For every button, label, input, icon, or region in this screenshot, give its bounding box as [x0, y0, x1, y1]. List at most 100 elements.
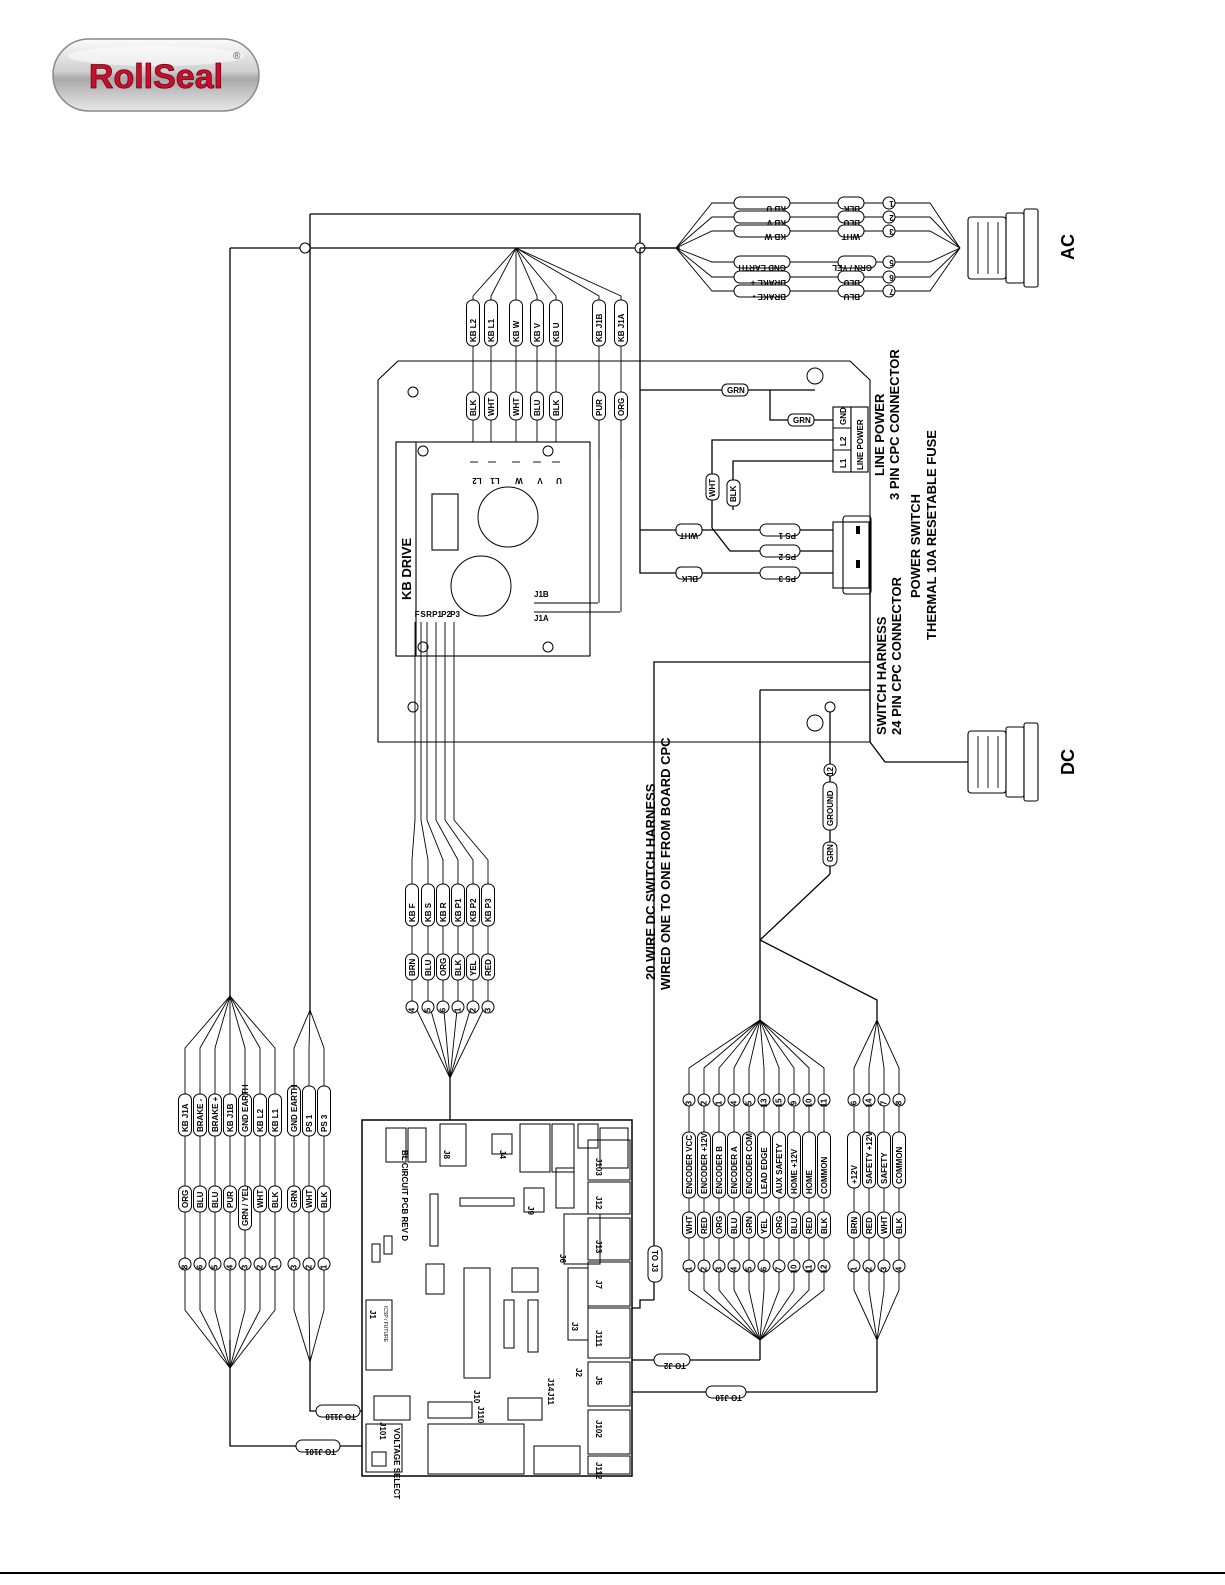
- ac-signal-3: GND EARTH: [733, 255, 791, 272]
- drive-top-color-1: WHT: [484, 391, 498, 421]
- ac-connector-label: AC: [1058, 234, 1078, 260]
- encoder-pin-5-text: 6: [760, 1266, 769, 1271]
- svg-text:WHT: WHT: [708, 479, 717, 497]
- kb-control-signal-5: KB P3: [481, 883, 495, 927]
- drive-top-signal-0-text: KB L2: [469, 318, 478, 342]
- j101-pin-2: 5: [208, 1257, 222, 1271]
- footer-rule: [0, 1572, 1225, 1574]
- voltage-select-label: VOLTAGE SELECT: [392, 1428, 401, 1499]
- encoder-pin-9: 12: [817, 1259, 831, 1273]
- switch-harness: SWITCH HARNESS 24 PIN CPC CONNECTOR: [653, 576, 968, 1300]
- encoder-pin-7-text: 10: [790, 1264, 799, 1273]
- j110-signal-1-text: PS 1: [305, 1114, 314, 1132]
- board-ref-j103: J103: [594, 1158, 603, 1176]
- drive-top-color-2-text: WHT: [512, 398, 521, 416]
- encoder-color-3: BLU: [727, 1211, 741, 1239]
- encoder-color-1-text: RED: [700, 1217, 709, 1234]
- encoder-signal-4-text: ENCODER COM: [745, 1133, 754, 1194]
- drive-top-color-3: BLU: [530, 391, 544, 421]
- power-switch-title: POWER SWITCH: [908, 494, 923, 598]
- ps-color-label-0: WHT: [680, 531, 698, 540]
- j110-pin-1-text: 2: [305, 1264, 314, 1269]
- encoder-pin-1: 2: [697, 1259, 711, 1273]
- kb-control-color-4-text: YEL: [469, 960, 478, 976]
- ac-pin-1-text: 2: [889, 213, 894, 222]
- j101-color-4-text: GRN / YEL: [241, 1186, 250, 1226]
- j101-color-3: PUR: [223, 1185, 237, 1213]
- encoder-dc-pin-1-text: 2: [700, 1100, 709, 1105]
- power-switch: POWER SWITCH THERMAL 10A RESETABLE FUSE: [832, 430, 939, 640]
- kb-control-color-5: RED: [481, 953, 495, 981]
- ac-color-1: BLU: [837, 210, 865, 227]
- ps-pin-2: PS 3: [759, 566, 801, 583]
- j110-pin-0: 3: [287, 1257, 301, 1271]
- j110-color-0-text: GRN: [290, 1190, 299, 1208]
- kb-control-color-1: BLU: [421, 953, 435, 981]
- kb-control-color-2: ORG: [436, 953, 450, 981]
- kb-control-color-3-text: BLK: [454, 959, 463, 976]
- to-j101-label: TO J101: [304, 1447, 336, 1456]
- safety-signal-0-text: +12V: [850, 1164, 859, 1184]
- ps-pin-0: PS 1: [759, 523, 801, 540]
- safety-pin-1: 2: [862, 1259, 876, 1273]
- kb-terminal-v: V: [537, 476, 543, 485]
- j110-pin-1: 2: [302, 1257, 316, 1271]
- svg-text:GRN: GRN: [727, 386, 745, 395]
- drive-top-color-4: BLK: [549, 391, 563, 421]
- j101-signal-0-text: KB J1A: [181, 1103, 190, 1132]
- kb-control-color-3: BLK: [451, 953, 465, 981]
- ac-color-3-text: GRN / YEL: [832, 263, 872, 272]
- encoder-signal-3-text: ENCODER A: [730, 1146, 739, 1194]
- ac-color-2: WHT: [837, 224, 865, 241]
- to-j110-link: TO J110: [309, 1356, 362, 1421]
- encoder-signal-7-text: HOME +12V: [790, 1148, 799, 1194]
- drive-top-color-5: PUR: [592, 391, 606, 421]
- ps-color-0: WHT: [675, 523, 703, 540]
- safety-dc-pin-0: 6: [847, 1093, 861, 1107]
- j101-signal-0: KB J1A: [178, 1093, 192, 1137]
- safety-dc-pin-1: 14: [862, 1093, 876, 1107]
- j101-color-3-text: PUR: [226, 1191, 235, 1208]
- j101-pin-6-text: 1: [271, 1264, 280, 1269]
- encoder-dc-pin-6-text: 15: [775, 1098, 784, 1107]
- ac-pin-1: 2: [882, 210, 896, 224]
- kb-control-signal-2: KB R: [436, 883, 450, 927]
- ac-signal-5-text: BRAKE -: [752, 292, 786, 301]
- dc-harness-subtitle: WIRED ONE TO ONE FROM BOARD CPC: [658, 737, 673, 990]
- kb-control-signal-3-text: KB P1: [454, 898, 463, 922]
- encoder-color-9-text: BLK: [820, 1217, 829, 1234]
- encoder-pin-7: 10: [787, 1259, 801, 1273]
- encoder-pin-6: 7: [772, 1259, 786, 1273]
- board-ref-j111: J111: [594, 1330, 603, 1347]
- kb-control-color-5-text: RED: [484, 959, 493, 976]
- encoder-color-6-text: ORG: [775, 1216, 784, 1234]
- j101-color-0-text: ORG: [181, 1190, 190, 1208]
- j110-color-2: BLK: [317, 1185, 331, 1213]
- ac-signal-3-text: GND EARTH: [738, 263, 786, 272]
- safety-pin-0-text: 1: [850, 1266, 859, 1271]
- encoder-pin-0-text: 1: [685, 1266, 694, 1271]
- encoder-signal-1-text: ENCODER +12V: [700, 1132, 709, 1194]
- j101-signal-1: BRAKE -: [193, 1093, 207, 1137]
- j101-pin-2-text: 5: [211, 1264, 220, 1269]
- encoder-pin-5: 6: [757, 1259, 771, 1273]
- kb-control-signal-1-text: KB S: [424, 902, 433, 922]
- ac-signal-0-text: KB U: [766, 204, 786, 213]
- safety-pin-1-text: 2: [865, 1266, 874, 1271]
- kb-control-pin-2-text: 6: [439, 1007, 448, 1012]
- encoder-pin-2: 3: [712, 1259, 726, 1273]
- kb-control-signal-1: KB S: [421, 883, 435, 927]
- j101-pin-1: 6: [193, 1257, 207, 1271]
- safety-color-2: WHT: [877, 1211, 891, 1239]
- drive-top-signal-0: KB L2: [466, 299, 480, 347]
- j101-color-0: ORG: [178, 1185, 192, 1213]
- j101-signal-3: KB J1B: [223, 1093, 237, 1137]
- safety-signal-2-text: SAFETY: [880, 1152, 889, 1184]
- board-title: BL CIRCUIT PCB REV D: [400, 1150, 409, 1241]
- kb-control-pin-0: 4: [405, 1000, 419, 1014]
- kb-terminal-j1a: J1A: [534, 614, 549, 623]
